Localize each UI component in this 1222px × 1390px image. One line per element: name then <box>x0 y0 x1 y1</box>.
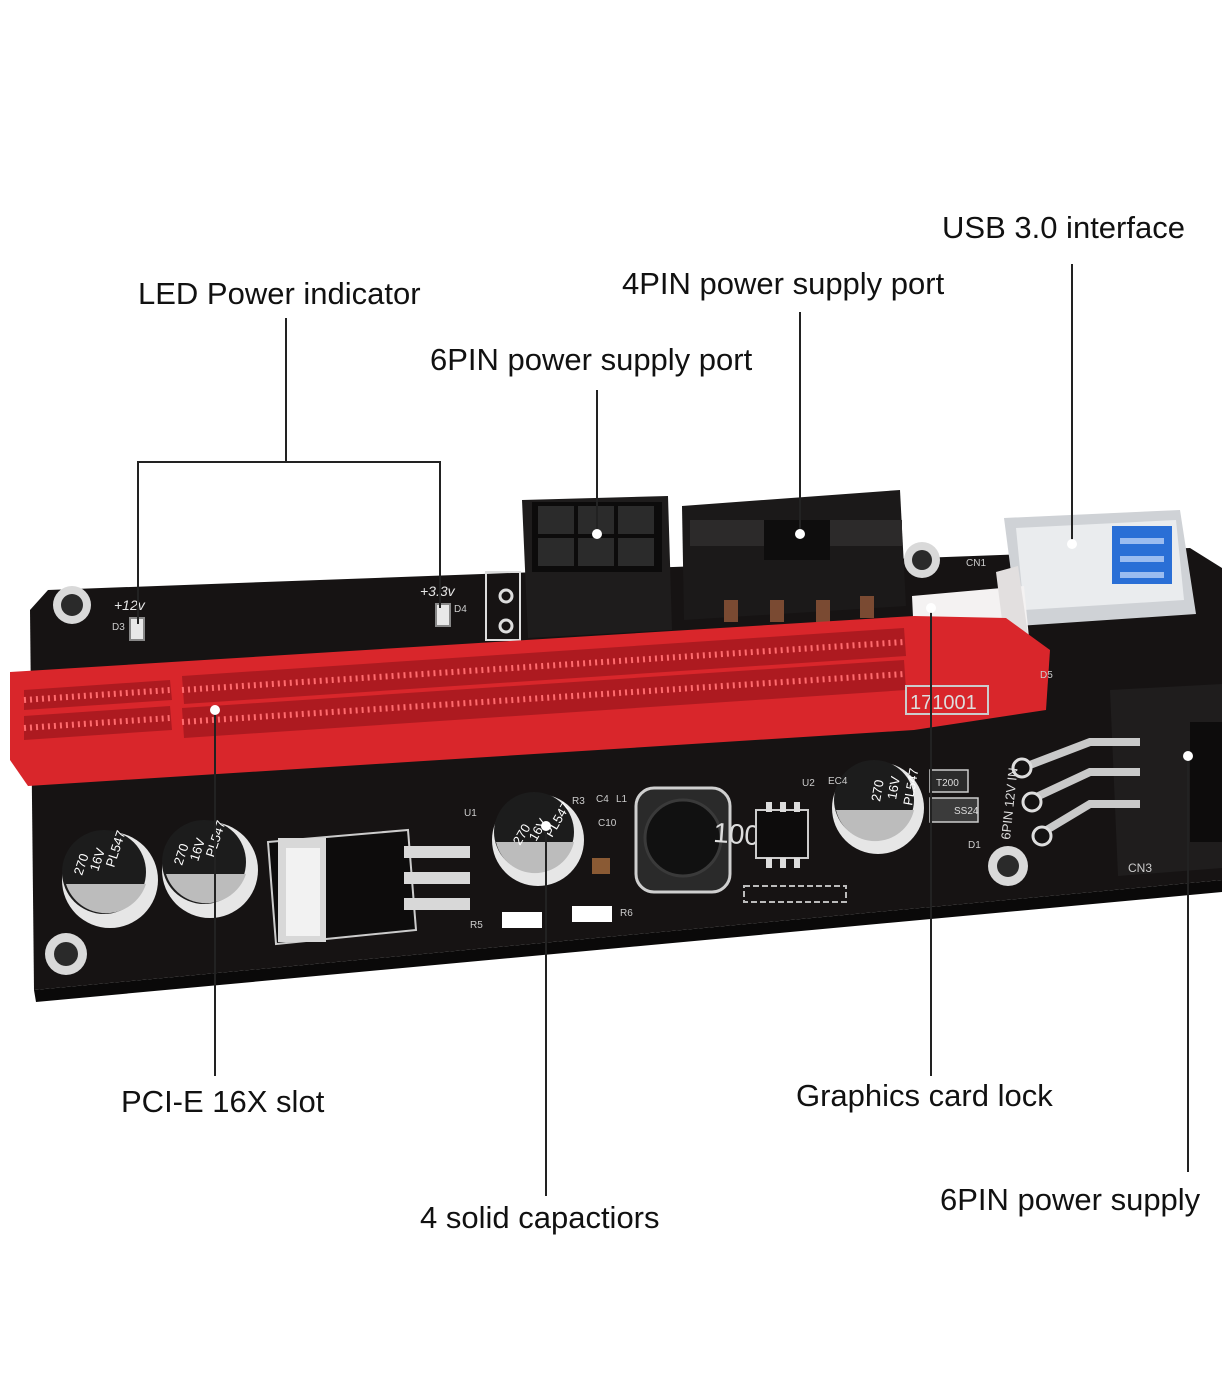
callout-4pin-port: 4PIN power supply port <box>622 266 945 301</box>
four-pin-connector <box>682 490 906 622</box>
mounting-hole <box>988 846 1028 886</box>
label-r5: R5 <box>470 920 483 931</box>
capacitor-voltage: 16V <box>187 836 209 863</box>
label-r3: R3 <box>572 796 585 807</box>
capacitor-model: PL547 <box>900 767 921 807</box>
callout-capacitors: 4 solid capactiors <box>420 1200 660 1235</box>
label-r6: R6 <box>620 908 633 919</box>
capacitor-value: 270 <box>868 779 887 803</box>
pcb-edge <box>34 880 1222 1002</box>
callout-usb-interface: USB 3.0 interface <box>942 210 1185 245</box>
serial-box <box>905 685 989 715</box>
label-l1: L1 <box>616 794 628 805</box>
label-d3: D3 <box>112 622 125 633</box>
leader-led <box>137 318 287 624</box>
leader-lines <box>137 264 1189 1196</box>
label-d1: D1 <box>968 840 981 851</box>
inductor-label: 100 <box>712 817 761 851</box>
capacitor-value: 270 <box>71 852 92 877</box>
label-33v: +3.3v <box>420 583 456 599</box>
mounting-hole <box>53 586 91 624</box>
capacitor: 270 16V PL547 <box>492 792 584 886</box>
leader-dots <box>210 529 1193 831</box>
callout-6pin-side: 6PIN power supply <box>940 1182 1201 1217</box>
label-u1: U1 <box>464 808 477 819</box>
label-c4: C4 <box>596 794 609 805</box>
callout-pcie-slot: PCI-E 16X slot <box>121 1084 325 1119</box>
mounting-hole <box>45 933 87 975</box>
capacitor-voltage: 16V <box>884 775 903 801</box>
label-ss24: SS24 <box>954 806 979 817</box>
label-u2: U2 <box>802 778 815 789</box>
controller-chip <box>755 802 809 868</box>
led-33v <box>435 603 451 627</box>
capacitor: 270 16V PL547 <box>62 829 158 928</box>
voltage-regulator <box>266 828 470 946</box>
callout-6pin-port: 6PIN power supply port <box>430 342 753 377</box>
capacitor: 270 16V PL547 <box>832 760 924 854</box>
solder-pads <box>485 571 521 641</box>
pcie-slot <box>10 616 1050 786</box>
smd-components <box>502 769 979 928</box>
usb-port <box>1004 510 1196 626</box>
side-six-pin-connector <box>1011 684 1222 876</box>
mounting-hole <box>904 542 940 578</box>
label-t200: T200 <box>936 778 959 789</box>
label-12v: +12v <box>114 597 146 613</box>
inductor: 100 <box>634 786 761 894</box>
label-c10: C10 <box>598 818 617 829</box>
label-d4: D4 <box>454 604 467 615</box>
label-d5: D5 <box>1040 670 1053 681</box>
callout-led-indicator: LED Power indicator <box>138 276 421 311</box>
label-cn3: CN3 <box>1128 861 1152 875</box>
label-cn1: CN1 <box>966 558 986 569</box>
capacitor-value: 270 <box>171 842 192 867</box>
label-ec4: EC4 <box>828 776 848 787</box>
serial-number: 171001 <box>910 692 977 714</box>
capacitor-voltage: 16V <box>87 846 109 873</box>
callout-card-lock: Graphics card lock <box>796 1078 1053 1113</box>
leader-led-right <box>286 461 441 608</box>
